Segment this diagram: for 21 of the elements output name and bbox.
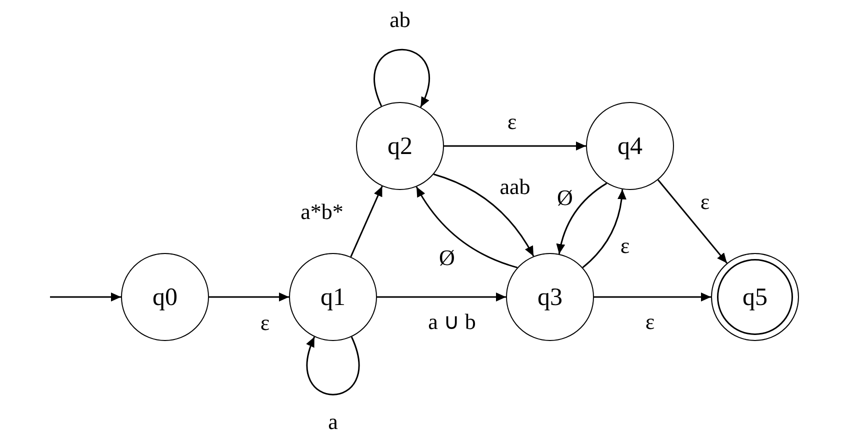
state-label: q5 [742,284,768,310]
transition-arrow [209,292,289,302]
state-label: q2 [388,134,412,158]
transition-arrow [657,179,728,264]
transition-arrow [582,189,626,268]
state-label: q4 [618,134,642,158]
state-label: q1 [320,284,346,310]
transition-arrow [306,336,360,396]
transition-arrow [50,292,121,302]
transition-arrow [350,186,383,258]
transition-arrow [416,186,518,268]
state-label: q3 [538,284,562,310]
transition-arrow [556,182,608,254]
transition-arrow [444,142,586,150]
edge-label: Ø [437,247,457,269]
transition-arrow [594,292,711,302]
edge-label: Ø [555,187,575,209]
transition-arrow [433,174,534,257]
state-label: q0 [152,284,178,310]
transition-arrow [374,48,430,108]
transition-arrow [377,292,506,302]
